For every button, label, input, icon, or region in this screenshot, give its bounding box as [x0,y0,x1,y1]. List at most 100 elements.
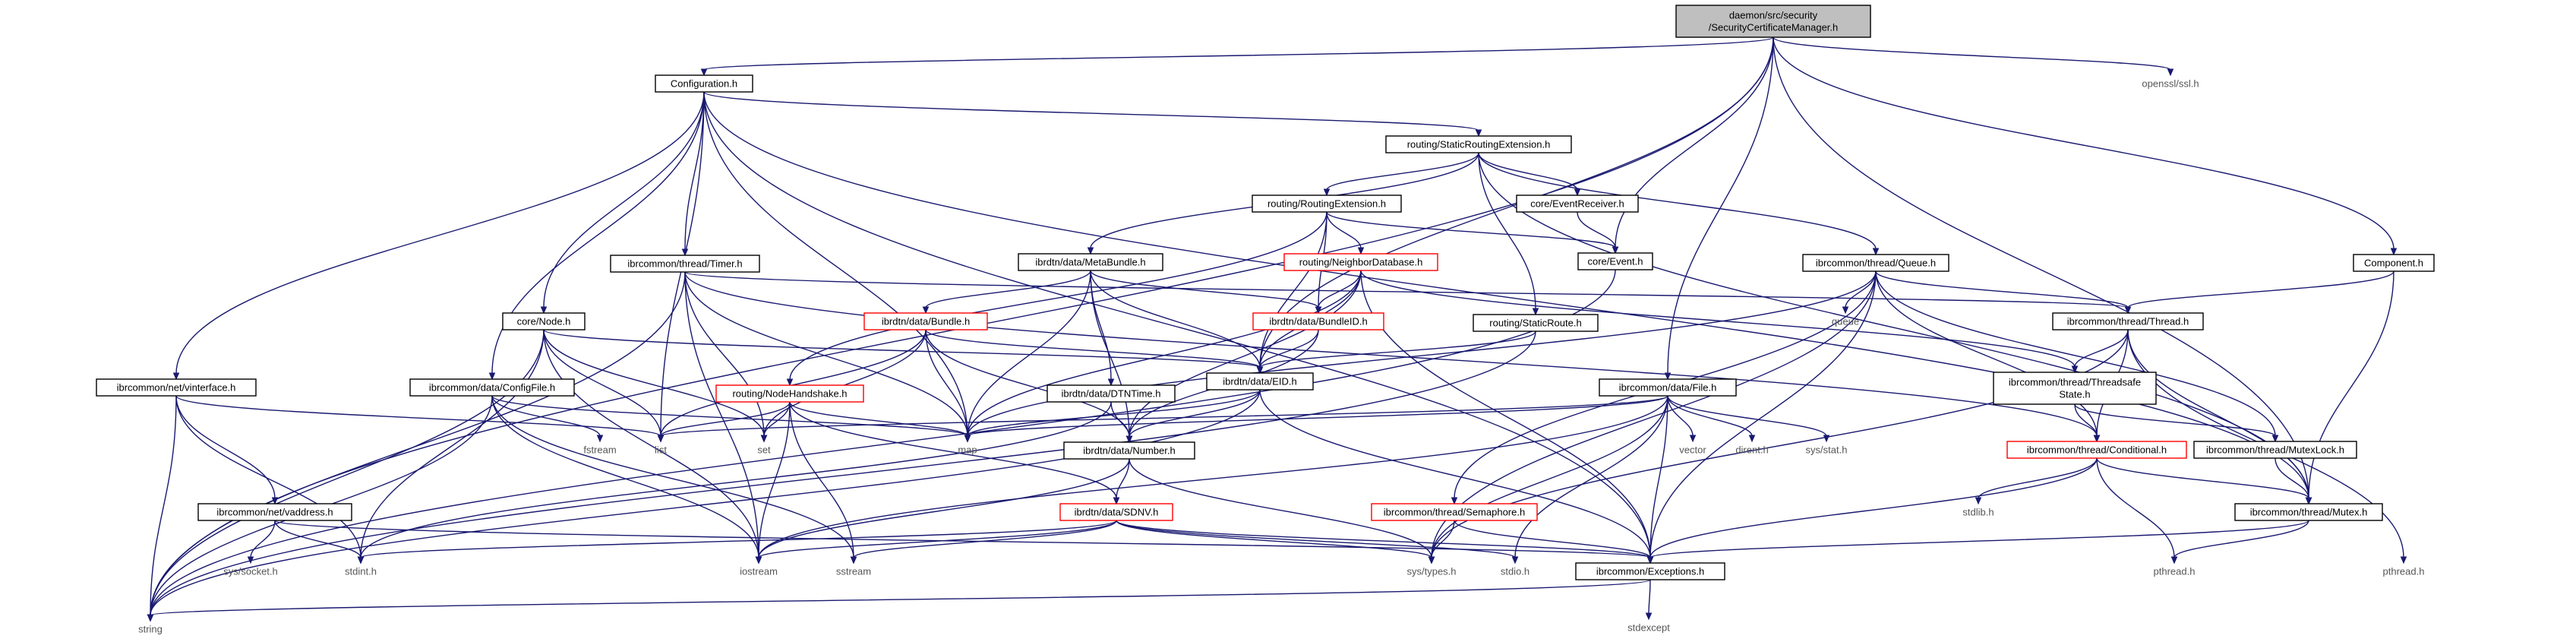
node-root[interactable]: daemon/src/security/SecurityCertificateM… [1675,5,1871,38]
edge-vinterface-to-stdinth [175,395,361,558]
node-label: ibrcommon/thread/Conditional.h [2027,444,2167,456]
node-label: fstream [583,444,616,456]
edge-staticroute-to-eid [1259,330,1536,368]
arrowhead-config-to-vinterface [172,372,180,381]
edge-mutex-to-exceptions [1649,520,2309,558]
node-config[interactable]: Configuration.h [655,74,753,93]
edge-eid-to-map [967,389,1261,437]
edge-vaddress-to-stdinth [274,520,361,558]
arrowhead-root-to-config [700,68,708,77]
node-label: queue [1832,316,1859,327]
node-eventreceiver[interactable]: core/EventReceiver.h [1516,194,1639,213]
node-vaddress[interactable]: ibrcommon/net/vaddress.h [197,503,352,521]
arrowhead-mutex-to-exceptions [1646,556,1654,565]
node-box [1675,5,1871,38]
node-neighbordb[interactable]: routing/NeighborDatabase.h [1283,253,1438,271]
edge-staticrouteext-to-queue [1478,152,1877,250]
edges-layer [147,36,2407,622]
arrowhead-conditional-to-stdlibh [1975,497,1982,505]
arrowhead-mutex-to-pthread2 [2170,556,2178,565]
node-box [2193,441,2357,459]
node-timer[interactable]: ibrcommon/thread/Timer.h [610,255,760,273]
node-sdnv[interactable]: ibrdtn/data/SDNV.h [1059,503,1173,521]
node-box [1385,135,1572,153]
node-box [96,378,257,397]
arrowhead-staticrouteext-to-staticroute [1532,308,1539,316]
node-box [1802,254,1949,272]
node-label: sys/types.h [1406,566,1456,577]
edge-metabundle-to-number [1090,270,1130,438]
node-routingext[interactable]: routing/RoutingExtension.h [1252,194,1402,213]
node-map: map [958,444,977,456]
node-pthread1: pthread.h [2383,566,2425,577]
edge-sdnv-to-systypes [1116,520,1432,558]
node-dtntime[interactable]: ibrdtn/data/DTNTime.h [1046,384,1176,403]
node-label: set [757,444,771,456]
edge-file-to-direnth [1667,395,1753,437]
node-number[interactable]: ibrdtn/data/Number.h [1063,441,1195,460]
arrowhead-sdnv-to-stdioh [1511,556,1519,565]
node-label: ibrcommon/thread/Threadsafe [2009,377,2141,388]
node-configfile[interactable]: ibrcommon/data/ConfigFile.h [409,378,575,397]
edge-root-to-file [1667,36,1774,375]
edge-vaddress-to-exceptions [274,520,1651,558]
node-box [715,384,864,403]
nodes-layer: daemon/src/security/SecurityCertificateM… [96,5,2435,635]
edge-eid-to-string [150,389,1261,616]
arrowhead-number-to-sdnv [1113,497,1120,505]
node-box [1575,562,1725,580]
node-mutex[interactable]: ibrcommon/thread/Mutex.h [2234,503,2383,521]
node-event[interactable]: core/Event.h [1577,252,1653,270]
edge-root-to-mutex [1773,36,2309,499]
node-staticroute[interactable]: routing/StaticRoute.h [1473,314,1599,332]
edge-routingext-to-event [1326,211,1616,248]
node-semaphore[interactable]: ibrcommon/thread/Semaphore.h [1371,503,1538,521]
node-queue[interactable]: ibrcommon/thread/Queue.h [1802,254,1949,272]
node-eid[interactable]: ibrdtn/data/EID.h [1206,372,1314,391]
node-thread[interactable]: ibrcommon/thread/Thread.h [2052,312,2204,330]
node-metabundle[interactable]: ibrdtn/data/MetaBundle.h [1018,253,1163,271]
node-node[interactable]: core/Node.h [502,312,586,330]
node-mutexlock[interactable]: ibrcommon/thread/MutexLock.h [2193,441,2357,459]
node-bundleid[interactable]: ibrdtn/data/BundleID.h [1252,312,1384,330]
node-nodehandshake[interactable]: routing/NodeHandshake.h [715,384,864,403]
edge-queue-to-conditional [1875,270,2098,437]
edge-routingext-to-eid [1259,211,1327,368]
node-box [2353,254,2435,272]
edge-metabundle-to-bundleid [1090,270,1319,308]
node-conditional[interactable]: ibrcommon/thread/Conditional.h [2006,441,2187,459]
edge-conditional-to-stdlibh [1978,457,2098,499]
node-staticrouteext[interactable]: routing/StaticRoutingExtension.h [1385,135,1572,153]
node-vector: vector [1679,444,1706,456]
node-file[interactable]: ibrcommon/data/File.h [1599,378,1737,397]
edge-component-to-mutex [2308,270,2394,499]
node-exceptions[interactable]: ibrcommon/Exceptions.h [1575,562,1725,580]
node-label: ibrcommon/thread/MutexLock.h [2206,444,2344,456]
edge-semaphore-to-exceptions [1454,520,1651,558]
node-box [502,312,586,330]
node-box [655,74,753,93]
arrowhead-config-to-node [540,306,548,315]
node-box [1063,441,1195,460]
edge-file-to-stdioh [1514,395,1668,558]
edge-threadsafestate-to-mutexlock [2074,403,2276,437]
edge-file-to-systypes [1431,395,1668,558]
node-vinterface[interactable]: ibrcommon/net/vinterface.h [96,378,257,397]
arrowhead-root-to-opensslssl [2167,68,2174,77]
node-component[interactable]: Component.h [2353,254,2435,272]
edge-config-to-map [703,91,968,437]
node-label: ibrdtn/data/EID.h [1223,376,1297,387]
node-label: ibrcommon/thread/Mutex.h [2250,507,2368,518]
edge-nodehandshake-to-set [763,401,791,437]
arrowhead-sdnv-to-stdinth [357,556,365,565]
arrowhead-mutexlock-to-mutex [2305,497,2312,505]
node-bundle[interactable]: ibrdtn/data/Bundle.h [863,312,988,330]
edge-sdnv-to-stdinth [360,520,1117,558]
edge-conditional-to-mutex [2096,457,2309,499]
node-label: routing/NodeHandshake.h [732,388,847,400]
arrowhead-file-to-sysstat [1823,435,1830,443]
edge-bundle-to-map [925,329,968,437]
node-label: ibrcommon/thread/Timer.h [627,258,742,270]
